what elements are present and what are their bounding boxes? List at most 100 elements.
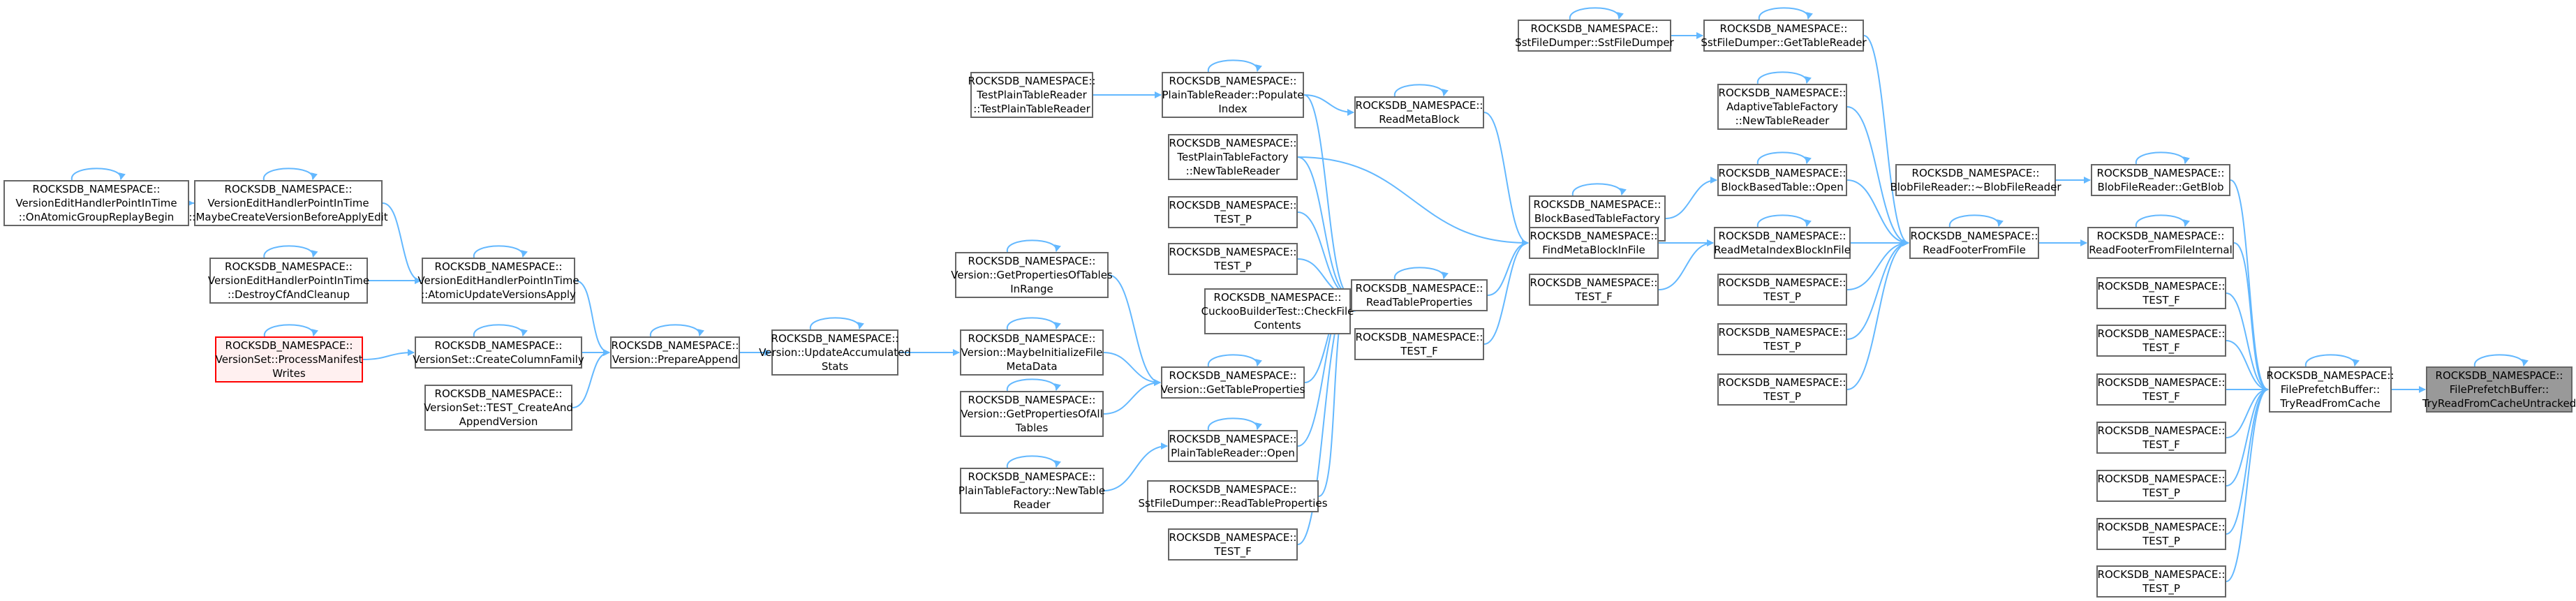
node-test-p[interactable]: ROCKSDB_NAMESPACE:: TEST_P bbox=[1168, 196, 1298, 228]
self-loop-edge bbox=[1571, 183, 1627, 196]
node-label: ROCKSDB_NAMESPACE:: TEST_F bbox=[2097, 327, 2226, 354]
call-edge bbox=[362, 349, 415, 360]
node-label: ROCKSDB_NAMESPACE:: VersionEditHandlerPo… bbox=[417, 260, 579, 301]
node-adaptive-table-factory-new-table-reader[interactable]: ROCKSDB_NAMESPACE:: AdaptiveTableFactory… bbox=[1717, 84, 1847, 130]
node-label: ROCKSDB_NAMESPACE:: TEST_P bbox=[1718, 376, 1846, 403]
self-loop-edge bbox=[1006, 455, 1061, 468]
node-process-manifest-writes[interactable]: ROCKSDB_NAMESPACE:: VersionSet::ProcessM… bbox=[215, 336, 363, 383]
node-find-meta-block-in-file[interactable]: ROCKSDB_NAMESPACE:: FindMetaBlockInFile bbox=[1529, 227, 1659, 259]
node-plain-table-reader-open[interactable]: ROCKSDB_NAMESPACE:: PlainTableReader::Op… bbox=[1168, 430, 1298, 462]
self-loop-edge bbox=[809, 317, 864, 330]
node-sst-file-dumper-constructor[interactable]: ROCKSDB_NAMESPACE:: SstFileDumper::SstFi… bbox=[1515, 20, 1674, 52]
call-edge bbox=[1103, 443, 1168, 491]
call-edge bbox=[1658, 239, 1714, 290]
self-loop-edge bbox=[262, 168, 318, 181]
node-label: ROCKSDB_NAMESPACE:: ReadMetaIndexBlockIn… bbox=[1714, 230, 1851, 256]
node-test-plain-table-factory-new-table-reader[interactable]: ROCKSDB_NAMESPACE:: TestPlainTableFactor… bbox=[1168, 134, 1298, 180]
node-test-f[interactable]: ROCKSDB_NAMESPACE:: TEST_F bbox=[1354, 328, 1484, 360]
node-label: ROCKSDB_NAMESPACE:: VersionSet::TEST_Cre… bbox=[424, 387, 573, 428]
node-read-meta-block[interactable]: ROCKSDB_NAMESPACE:: ReadMetaBlock bbox=[1354, 96, 1484, 128]
node-maybe-initialize-file-metadata[interactable]: ROCKSDB_NAMESPACE:: Version::MaybeInitia… bbox=[960, 329, 1104, 376]
node-get-table-properties[interactable]: ROCKSDB_NAMESPACE:: Version::GetTablePro… bbox=[1161, 366, 1305, 399]
node-label: ROCKSDB_NAMESPACE:: TEST_F bbox=[2097, 280, 2226, 306]
self-loop-edge bbox=[1006, 317, 1061, 330]
call-edge bbox=[1303, 94, 1354, 116]
self-loop-edge bbox=[2304, 354, 2360, 367]
self-loop-edge bbox=[2135, 214, 2190, 228]
node-label: ROCKSDB_NAMESPACE:: VersionSet::ProcessM… bbox=[215, 339, 363, 380]
node-prepare-append[interactable]: ROCKSDB_NAMESPACE:: Version::PrepareAppe… bbox=[610, 336, 740, 369]
node-label: ROCKSDB_NAMESPACE:: FindMetaBlockInFile bbox=[1530, 230, 1658, 256]
node-label: ROCKSDB_NAMESPACE:: CuckooBuilderTest::C… bbox=[1201, 291, 1354, 332]
node-label: ROCKSDB_NAMESPACE:: VersionSet::CreateCo… bbox=[413, 339, 584, 366]
self-loop-edge bbox=[1393, 267, 1449, 280]
node-test-p[interactable]: ROCKSDB_NAMESPACE:: TEST_P bbox=[2096, 518, 2226, 550]
node-update-accumulated-stats[interactable]: ROCKSDB_NAMESPACE:: Version::UpdateAccum… bbox=[759, 329, 911, 376]
node-label: ROCKSDB_NAMESPACE:: VersionEditHandlerPo… bbox=[15, 183, 177, 223]
node-maybe-create-version-before-apply-edit[interactable]: ROCKSDB_NAMESPACE:: VersionEditHandlerPo… bbox=[188, 180, 388, 226]
node-label: ROCKSDB_NAMESPACE:: PlainTableReader::Po… bbox=[1162, 75, 1304, 115]
node-label: ROCKSDB_NAMESPACE:: BlockBasedTable::Ope… bbox=[1718, 167, 1846, 193]
node-test-f[interactable]: ROCKSDB_NAMESPACE:: TEST_F bbox=[2096, 325, 2226, 357]
node-label: ROCKSDB_NAMESPACE:: TestPlainTableFactor… bbox=[1169, 137, 1297, 177]
node-blob-file-reader-get-blob[interactable]: ROCKSDB_NAMESPACE:: BlobFileReader::GetB… bbox=[2091, 164, 2230, 196]
node-label: ROCKSDB_NAMESPACE:: FilePrefetchBuffer::… bbox=[2266, 369, 2394, 410]
node-test-p[interactable]: ROCKSDB_NAMESPACE:: TEST_P bbox=[1168, 243, 1298, 275]
node-read-table-properties[interactable]: ROCKSDB_NAMESPACE:: ReadTableProperties bbox=[1351, 279, 1488, 311]
call-edge bbox=[1108, 274, 1161, 386]
node-test-p[interactable]: ROCKSDB_NAMESPACE:: TEST_P bbox=[1717, 373, 1847, 406]
call-edge bbox=[1297, 156, 1351, 299]
node-block-based-table-open[interactable]: ROCKSDB_NAMESPACE:: BlockBasedTable::Ope… bbox=[1717, 164, 1847, 196]
node-test-f[interactable]: ROCKSDB_NAMESPACE:: TEST_F bbox=[1529, 274, 1659, 306]
node-label: ROCKSDB_NAMESPACE:: AdaptiveTableFactory… bbox=[1718, 87, 1846, 127]
call-edge bbox=[1665, 177, 1717, 219]
node-try-read-from-cache-untracked[interactable]: ROCKSDB_NAMESPACE:: FilePrefetchBuffer::… bbox=[2422, 366, 2576, 413]
node-test-p[interactable]: ROCKSDB_NAMESPACE:: TEST_P bbox=[2096, 470, 2226, 502]
node-read-footer-from-file[interactable]: ROCKSDB_NAMESPACE:: ReadFooterFromFile bbox=[1909, 227, 2039, 259]
node-try-read-from-cache[interactable]: ROCKSDB_NAMESPACE:: FilePrefetchBuffer::… bbox=[2266, 366, 2394, 413]
node-label: ROCKSDB_NAMESPACE:: TEST_P bbox=[1169, 199, 1297, 225]
node-label: ROCKSDB_NAMESPACE:: ReadTableProperties bbox=[1355, 282, 1483, 309]
node-plain-table-factory-new-table-reader[interactable]: ROCKSDB_NAMESPACE:: PlainTableFactory::N… bbox=[958, 468, 1105, 514]
node-cuckoo-builder-test-check-file-contents[interactable]: ROCKSDB_NAMESPACE:: CuckooBuilderTest::C… bbox=[1201, 288, 1354, 334]
call-edge bbox=[2226, 386, 2269, 535]
call-edge bbox=[572, 349, 610, 408]
call-edge bbox=[382, 202, 422, 284]
node-label: ROCKSDB_NAMESPACE:: TEST_P bbox=[2097, 473, 2226, 499]
node-test-plain-table-reader[interactable]: ROCKSDB_NAMESPACE:: TestPlainTableReader… bbox=[968, 72, 1095, 118]
node-label: ROCKSDB_NAMESPACE:: ReadFooterFromFile bbox=[1910, 230, 2038, 256]
node-blob-file-reader-destructor[interactable]: ROCKSDB_NAMESPACE:: BlobFileReader::~Blo… bbox=[1890, 164, 2061, 196]
node-test-f[interactable]: ROCKSDB_NAMESPACE:: TEST_F bbox=[2096, 373, 2226, 406]
node-label: ROCKSDB_NAMESPACE:: TEST_F bbox=[1169, 531, 1297, 558]
node-on-atomic-group-replay-begin[interactable]: ROCKSDB_NAMESPACE:: VersionEditHandlerPo… bbox=[3, 180, 189, 226]
node-label: ROCKSDB_NAMESPACE:: TEST_P bbox=[1718, 276, 1846, 303]
node-label: ROCKSDB_NAMESPACE:: Version::GetTablePro… bbox=[1160, 369, 1305, 396]
node-sst-file-dumper-get-table-reader[interactable]: ROCKSDB_NAMESPACE:: SstFileDumper::GetTa… bbox=[1701, 20, 1867, 52]
self-loop-edge bbox=[1948, 214, 2004, 228]
node-atomic-update-versions-apply[interactable]: ROCKSDB_NAMESPACE:: VersionEditHandlerPo… bbox=[417, 258, 579, 304]
self-loop-edge bbox=[1207, 354, 1262, 367]
self-loop-edge bbox=[649, 324, 704, 337]
node-label: ROCKSDB_NAMESPACE:: TEST_F bbox=[1530, 276, 1658, 303]
node-test-create-and-append-version[interactable]: ROCKSDB_NAMESPACE:: VersionSet::TEST_Cre… bbox=[424, 385, 573, 431]
node-label: ROCKSDB_NAMESPACE:: Version::GetProperti… bbox=[951, 255, 1113, 295]
node-test-f[interactable]: ROCKSDB_NAMESPACE:: TEST_F bbox=[2096, 277, 2226, 309]
node-sst-file-dumper-read-table-properties[interactable]: ROCKSDB_NAMESPACE:: SstFileDumper::ReadT… bbox=[1138, 480, 1328, 512]
node-test-p[interactable]: ROCKSDB_NAMESPACE:: TEST_P bbox=[2096, 565, 2226, 598]
self-loop-edge bbox=[1006, 378, 1061, 392]
node-populate-index[interactable]: ROCKSDB_NAMESPACE:: PlainTableReader::Po… bbox=[1162, 72, 1304, 118]
node-destroy-cf-and-cleanup[interactable]: ROCKSDB_NAMESPACE:: VersionEditHandlerPo… bbox=[208, 258, 369, 304]
node-get-properties-of-tables-in-range[interactable]: ROCKSDB_NAMESPACE:: Version::GetProperti… bbox=[951, 252, 1113, 298]
node-label: ROCKSDB_NAMESPACE:: SstFileDumper::GetTa… bbox=[1701, 22, 1867, 49]
node-test-p[interactable]: ROCKSDB_NAMESPACE:: TEST_P bbox=[1717, 274, 1847, 306]
node-read-footer-from-file-internal[interactable]: ROCKSDB_NAMESPACE:: ReadFooterFromFileIn… bbox=[2087, 227, 2234, 259]
node-test-p[interactable]: ROCKSDB_NAMESPACE:: TEST_P bbox=[1717, 323, 1847, 355]
node-test-f[interactable]: ROCKSDB_NAMESPACE:: TEST_F bbox=[2096, 422, 2226, 454]
self-loop-edge bbox=[473, 245, 528, 258]
call-edge bbox=[2230, 179, 2269, 393]
node-test-f[interactable]: ROCKSDB_NAMESPACE:: TEST_F bbox=[1168, 528, 1298, 561]
node-create-column-family[interactable]: ROCKSDB_NAMESPACE:: VersionSet::CreateCo… bbox=[413, 336, 584, 369]
node-get-properties-of-all-tables[interactable]: ROCKSDB_NAMESPACE:: Version::GetProperti… bbox=[960, 391, 1104, 437]
self-loop-edge bbox=[2135, 151, 2190, 165]
node-read-meta-index-block-in-file[interactable]: ROCKSDB_NAMESPACE:: ReadMetaIndexBlockIn… bbox=[1714, 227, 1851, 259]
